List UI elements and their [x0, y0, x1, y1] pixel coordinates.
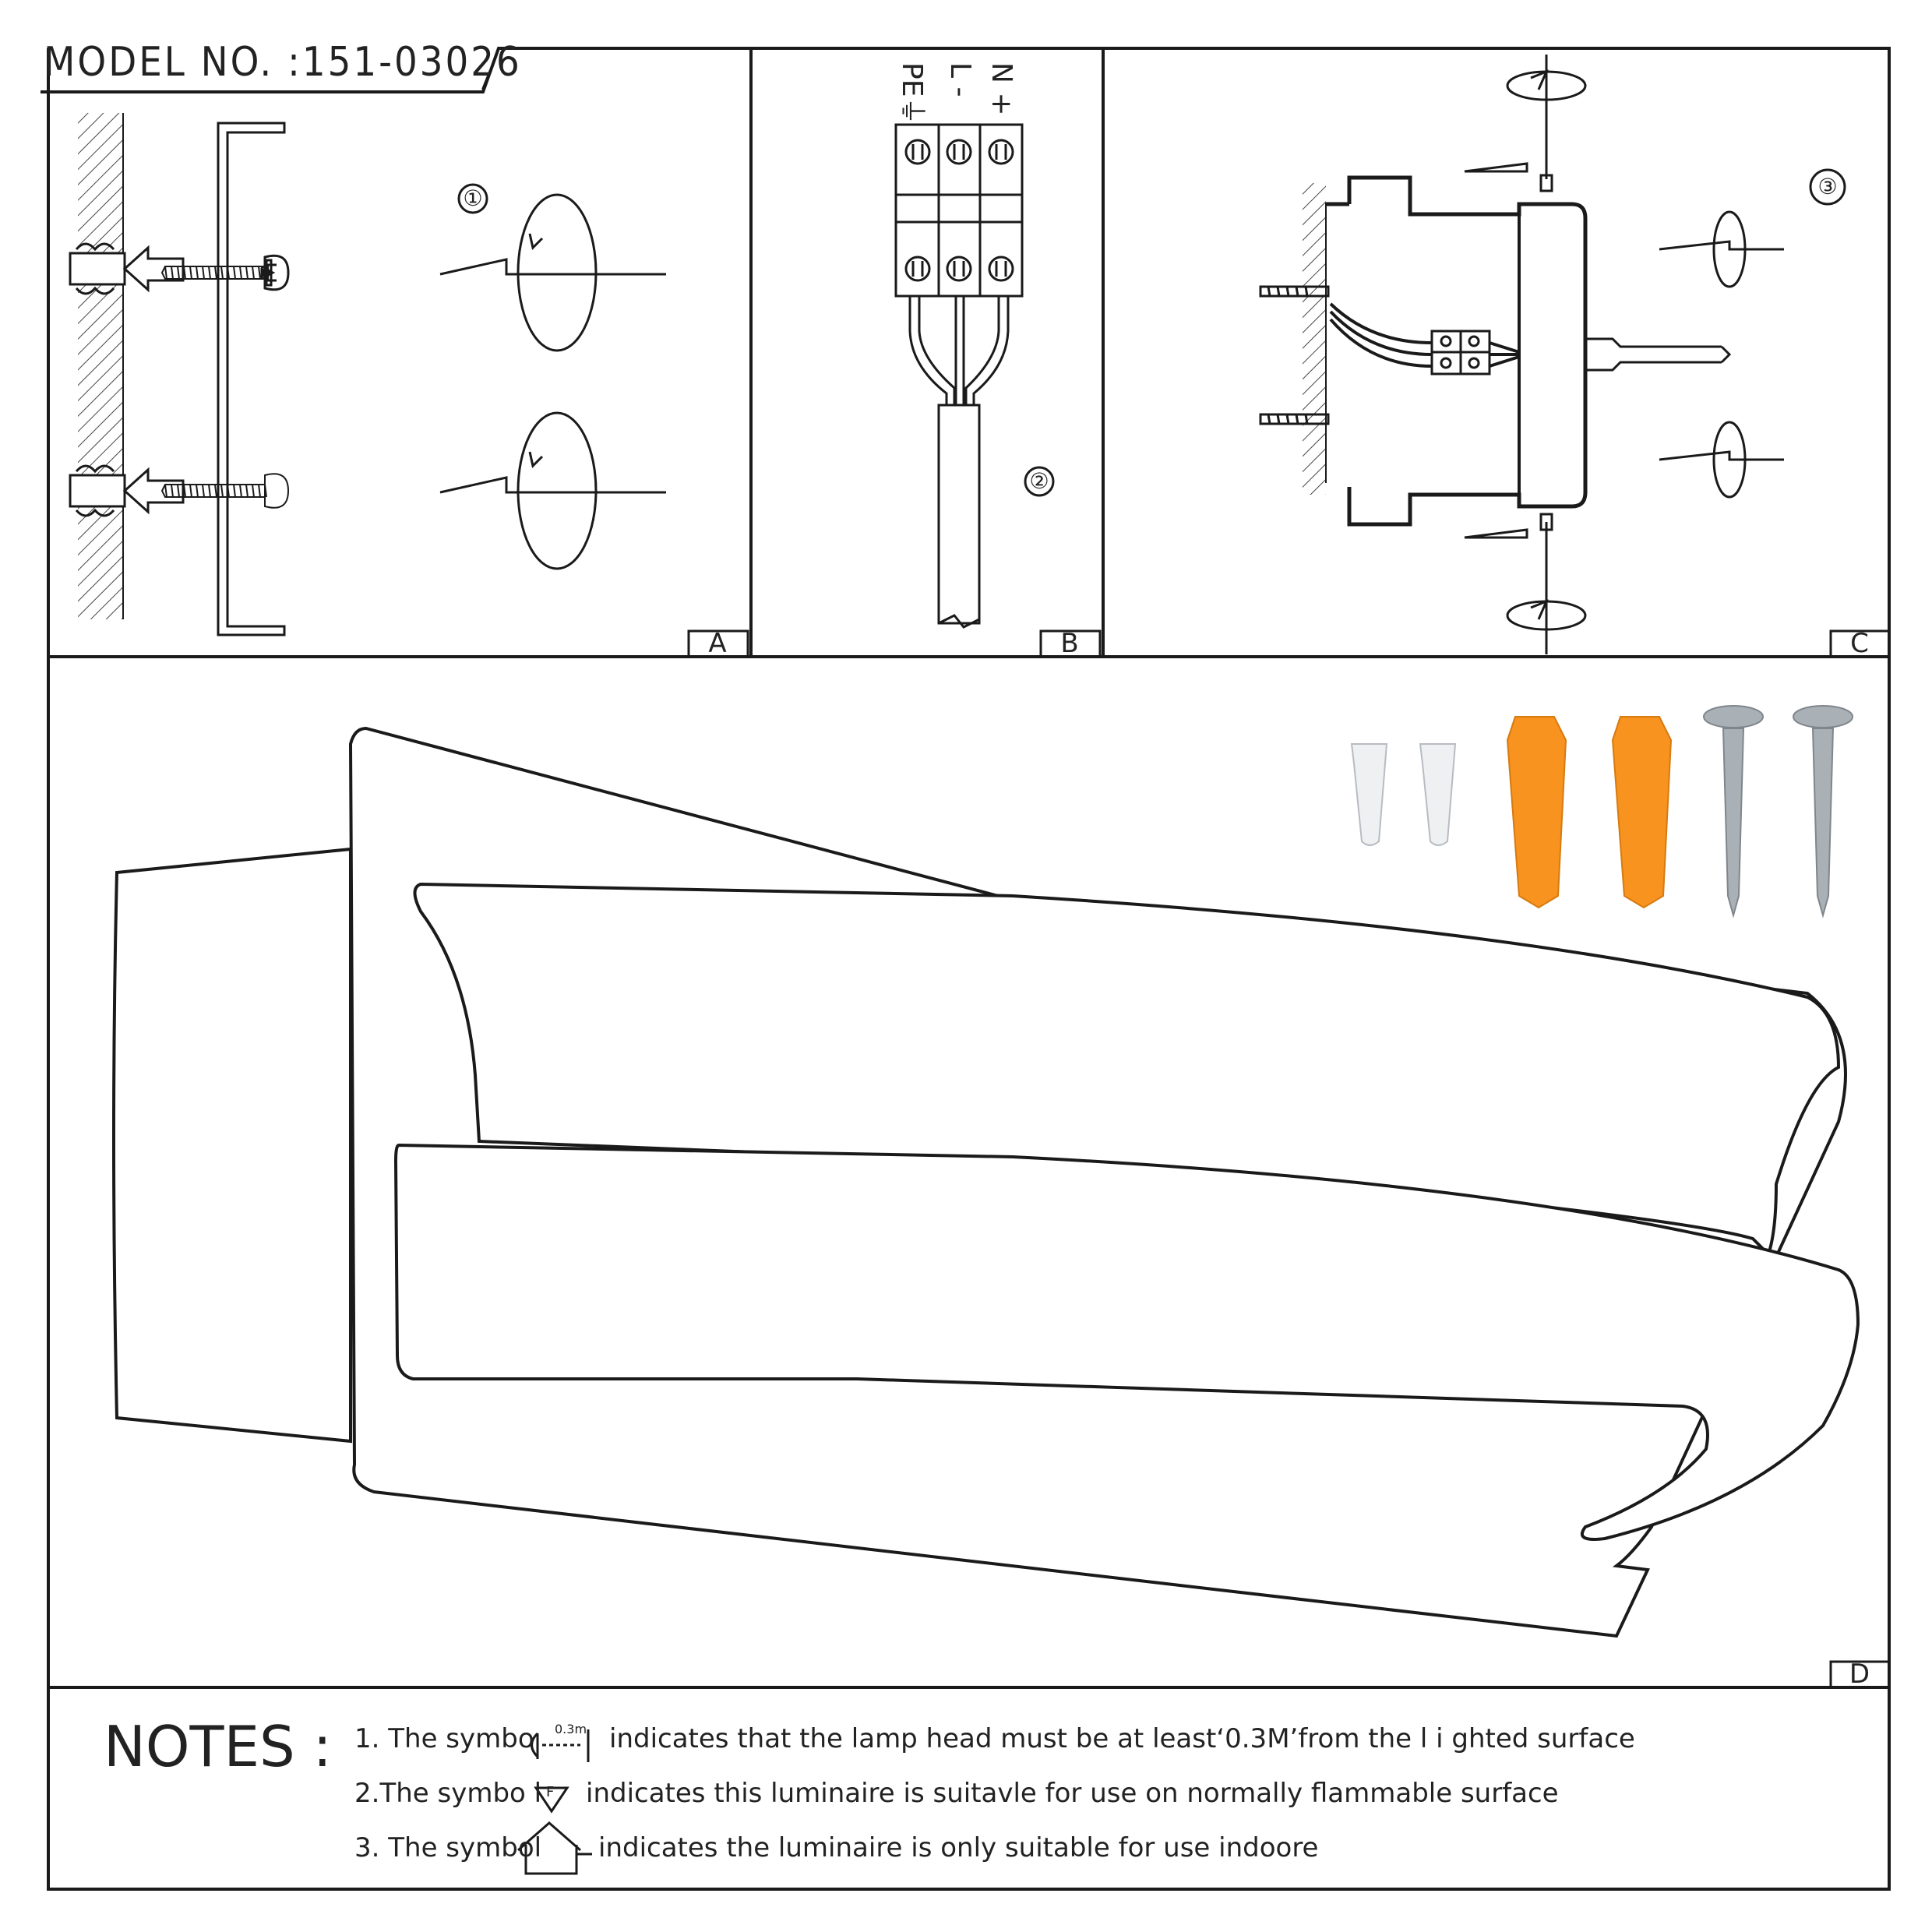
step-1-marker: ① — [463, 185, 483, 211]
fixture-front-band — [393, 1143, 1860, 1541]
rotation-arrow-bottom — [439, 411, 666, 570]
set-screw-top — [1464, 55, 1587, 192]
wall-hatch-c — [1303, 183, 1326, 495]
note-2-icon-text: F — [546, 1784, 555, 1800]
model-number-title: MODEL NO. :151-03026 — [44, 39, 522, 86]
wire-caps — [1350, 743, 1457, 846]
terminal-block — [894, 123, 1024, 298]
terminal-l-label: L - — [944, 62, 976, 97]
panel-b-tab — [1039, 629, 1102, 658]
rotation-arrows-c — [1659, 210, 1784, 499]
bracket-c — [1326, 175, 1588, 527]
fixture-back-block — [112, 847, 352, 1444]
panel-a-drawing — [69, 113, 666, 636]
panel-d-label: D — [1849, 1659, 1870, 1690]
supply-cable — [908, 296, 1010, 629]
notes-symbols — [517, 1729, 592, 1875]
screw-thread-top — [160, 266, 267, 280]
note-1-prefix: 1. The symbo — [354, 1723, 534, 1754]
panel-a-label: A — [708, 628, 727, 659]
outer-frame — [41, 47, 1891, 1891]
notes-title: NOTES : — [104, 1714, 332, 1779]
hardware-kit — [1350, 705, 1853, 918]
panel-c-tab — [1829, 629, 1891, 658]
distance-symbol-icon — [531, 1729, 590, 1762]
screws-c — [1259, 285, 1330, 425]
wall-anchor-top — [69, 242, 185, 295]
note-1-text: indicates that the lamp head must be at … — [609, 1723, 1635, 1754]
fixture-shade-upper — [413, 882, 1841, 1257]
indoor-house-icon — [517, 1821, 592, 1875]
note-3-text: indicates the luminaire is only suitable… — [598, 1832, 1319, 1863]
wall-hatch — [78, 113, 123, 619]
panel-d-fixture — [112, 726, 1860, 1638]
terminal-n-label: N + — [985, 62, 1017, 116]
panel-c-drawing — [1259, 55, 1846, 654]
rotation-arrow-top — [439, 193, 666, 352]
note-2-prefix: 2.The symbo l — [354, 1778, 542, 1809]
step-2-marker: ② — [1029, 468, 1049, 494]
terminal-pe-label: PE⏚ — [896, 62, 928, 125]
panel-c-label: C — [1850, 628, 1869, 659]
step-3-marker: ③ — [1817, 174, 1838, 199]
panel-b-label: B — [1060, 628, 1079, 659]
wood-screws — [1703, 705, 1853, 918]
set-screw-bottom — [1464, 513, 1587, 654]
terminal-screws — [904, 139, 1014, 282]
panel-d-tab — [1829, 1660, 1891, 1689]
panel-b-drawing — [894, 123, 1055, 629]
connector-c — [1329, 302, 1520, 375]
note-2-text: indicates this luminaire is suitavle for… — [586, 1778, 1559, 1809]
wall-anchor-bottom — [69, 464, 185, 517]
screw-thread-bottom — [160, 473, 290, 509]
mounting-bracket — [217, 122, 286, 636]
note-1-icon-text: 0.3m — [555, 1722, 587, 1736]
note-3-prefix: 3. The symbol — [354, 1832, 542, 1863]
wall-plugs — [1506, 716, 1673, 909]
flammable-surface-icon — [534, 1786, 569, 1814]
panel-a-tab — [687, 629, 749, 658]
